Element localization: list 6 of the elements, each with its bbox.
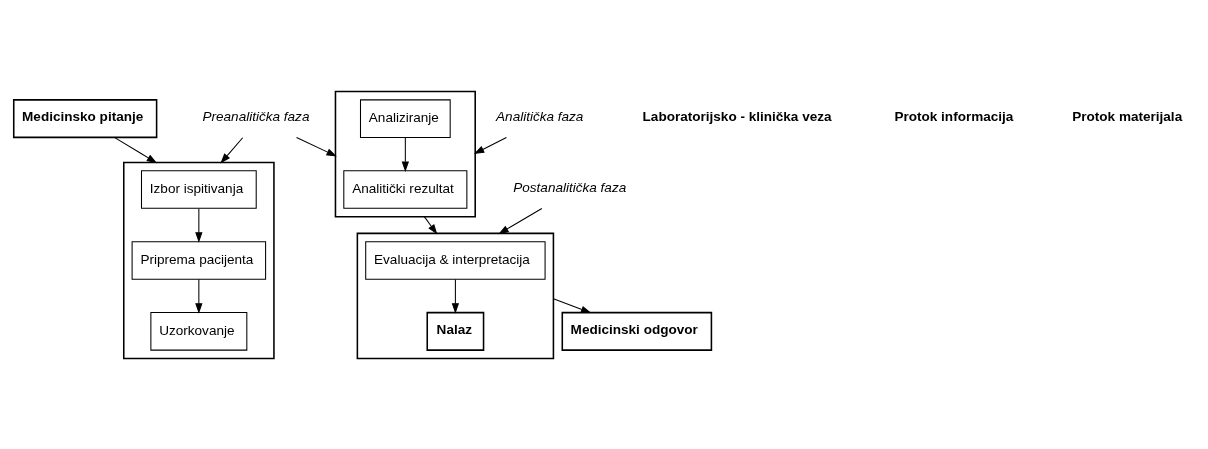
node-text: Analitička faza bbox=[496, 108, 584, 124]
node-text: Preanalitička faza bbox=[202, 108, 310, 124]
label: Protok informacija bbox=[894, 108, 1014, 124]
label: Protok materijala bbox=[1072, 108, 1183, 124]
label: Laboratorijsko - klinička veza bbox=[642, 108, 832, 124]
node-text: Postanalitička faza bbox=[513, 179, 627, 195]
